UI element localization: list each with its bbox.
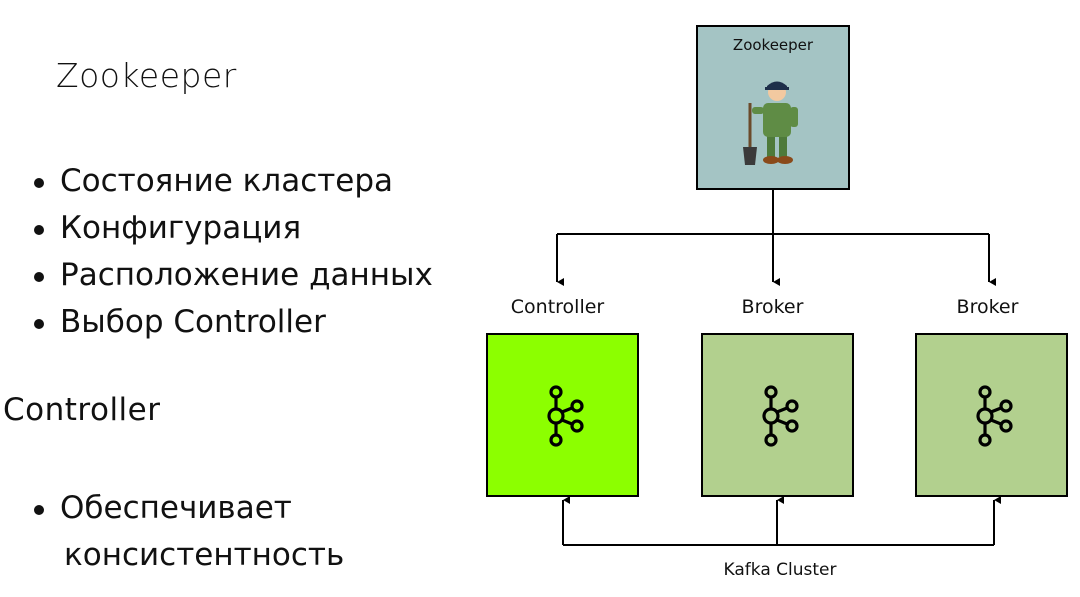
zookeeper-responsibilities-list: Состояние кластера Конфигурация Располож…	[34, 158, 433, 346]
bullet-icon	[34, 272, 44, 282]
list-item: Конфигурация	[34, 205, 433, 252]
broker-1-node-label: Broker	[741, 296, 804, 318]
zookeeper-mascot-icon	[743, 81, 798, 165]
list-item-text: Состояние кластера	[60, 163, 394, 199]
zookeeper-box-label: Zookeeper	[732, 36, 814, 54]
list-item-text: Выбор Controller	[60, 304, 326, 340]
bullet-icon	[34, 178, 44, 188]
controller-node-box	[486, 333, 639, 497]
bullet-icon	[34, 319, 44, 329]
kafka-logo-icon	[547, 385, 584, 447]
broker-1-node-box	[701, 333, 854, 497]
controller-heading: Controller	[3, 392, 161, 428]
broker-2-node-box	[915, 333, 1068, 497]
list-item-text: Расположение данных	[60, 257, 433, 293]
list-item: Выбор Controller	[34, 299, 433, 346]
zookeeper-heading: Zookeeper	[56, 56, 237, 95]
kafka-logo-icon	[976, 385, 1013, 447]
controller-responsibilities-list: Обеспечивает консистентность	[34, 485, 344, 579]
controller-node-label: Controller	[510, 296, 605, 318]
list-item-text-continued: консистентность	[64, 537, 345, 573]
list-item: Расположение данных	[34, 252, 433, 299]
kafka-cluster-label: Kafka Cluster	[723, 560, 837, 580]
list-item: Обеспечивает консистентность	[34, 485, 344, 579]
kafka-logo-icon	[762, 385, 799, 447]
bullet-icon	[34, 225, 44, 235]
list-item: Состояние кластера	[34, 158, 433, 205]
bullet-icon	[34, 505, 44, 515]
list-item-text: Конфигурация	[60, 210, 302, 246]
broker-2-node-label: Broker	[956, 296, 1019, 318]
list-item-text: Обеспечивает	[60, 490, 292, 526]
